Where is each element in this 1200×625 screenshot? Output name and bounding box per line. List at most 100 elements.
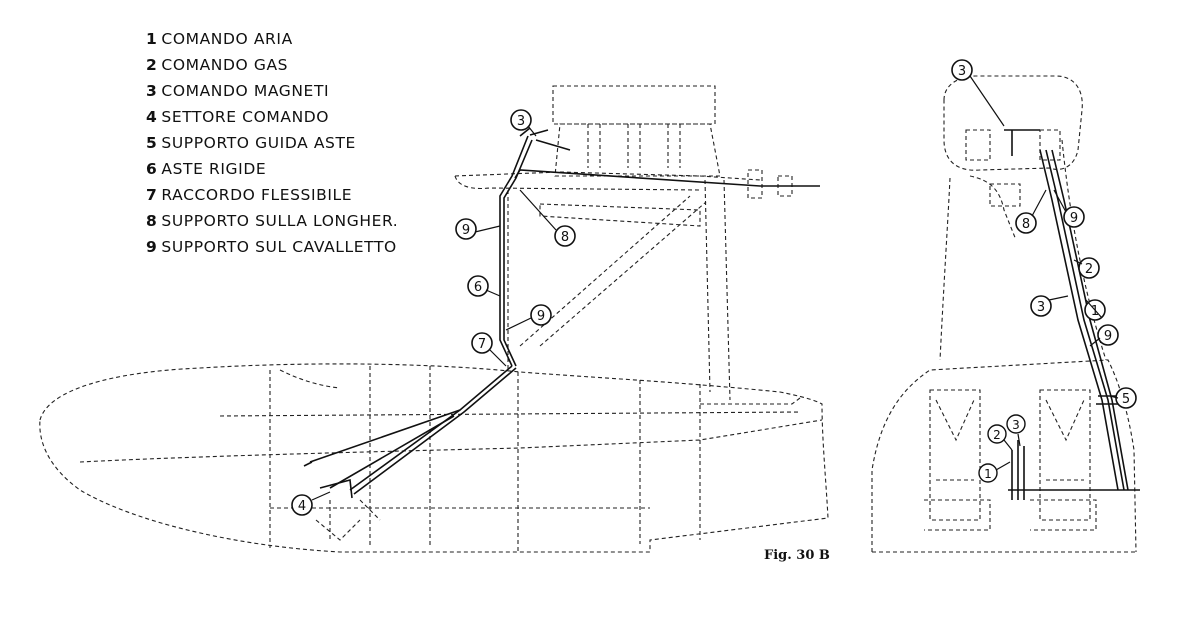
- legend-number: 2: [146, 56, 158, 74]
- hull-deck-line: [219, 411, 801, 417]
- rigid-rod: [353, 367, 517, 495]
- callout-number: 9: [1070, 211, 1078, 226]
- engine-pylon: [723, 179, 731, 401]
- callout-number: 3: [1037, 300, 1045, 315]
- engine-front: [943, 75, 1083, 171]
- prop-hub: [747, 169, 763, 199]
- side-view: [39, 85, 829, 553]
- front-view: [871, 75, 1137, 553]
- callout-marker: 6: [467, 275, 489, 297]
- callout-marker: 9: [530, 304, 552, 326]
- callout-marker: 3: [951, 59, 973, 81]
- seat-frame: [924, 499, 1097, 531]
- rigid-rod: [329, 415, 455, 489]
- control-lever: [303, 461, 353, 499]
- wing-line: [539, 203, 701, 227]
- rigid-rod: [349, 365, 513, 491]
- callout-number: 3: [1012, 418, 1020, 432]
- callout-marker: 3: [510, 109, 532, 131]
- pylon-front: [969, 175, 1017, 241]
- callout-marker: 9: [1097, 324, 1119, 346]
- engine-block: [552, 85, 716, 125]
- callout-number: 2: [1085, 262, 1093, 277]
- legend-label: COMANDO ARIA: [161, 30, 293, 48]
- side-callouts: 3 9 8 6 9 7 4: [291, 109, 576, 516]
- callout-marker: 4: [291, 494, 313, 516]
- legend-number: 7: [146, 186, 158, 204]
- front-callouts: 3 8 9 2 3 1 9: [951, 59, 1137, 483]
- callout-number: 9: [1104, 329, 1112, 344]
- prop-hub: [777, 175, 793, 197]
- seat-frame: [1039, 389, 1091, 521]
- hull-chine-line: [79, 419, 823, 463]
- legend-number: 3: [146, 82, 158, 100]
- wing-line: [454, 171, 761, 181]
- legend-number: 8: [146, 212, 158, 230]
- callout-number: 8: [1022, 217, 1030, 232]
- callout-number: 8: [561, 230, 569, 245]
- engine-linkage: [1004, 129, 1040, 156]
- rigid-rod: [1039, 149, 1119, 491]
- rigid-rod: [1045, 149, 1125, 491]
- rigid-rod: [503, 139, 533, 367]
- hull-section: [871, 359, 1137, 553]
- wing-line: [454, 175, 701, 191]
- callout-marker: 8: [1015, 212, 1037, 234]
- hull-outline: [39, 363, 829, 553]
- control-lever: [1011, 440, 1025, 500]
- rigid-rod: [1051, 149, 1129, 491]
- callout-number: 3: [958, 64, 966, 79]
- callout-number: 9: [537, 309, 545, 324]
- legend-number: 6: [146, 160, 158, 178]
- callout-number: 7: [478, 337, 486, 352]
- legend-number: 9: [146, 238, 158, 256]
- engine-linkage: [514, 169, 820, 187]
- pylon-front: [1061, 139, 1107, 361]
- rigid-rod: [309, 409, 461, 463]
- callout-number: 1: [1091, 304, 1099, 319]
- callout-number: 6: [474, 280, 482, 295]
- pylon-front: [939, 177, 951, 361]
- callout-marker: 2: [1078, 257, 1100, 279]
- callout-marker: 2: [987, 424, 1007, 444]
- callout-marker: 9: [1063, 206, 1085, 228]
- callout-marker: 8: [554, 225, 576, 247]
- callout-number: 1: [984, 467, 992, 481]
- legend-number: 1: [146, 30, 158, 48]
- legend-number: 5: [146, 134, 158, 152]
- control-column-base: [315, 499, 381, 541]
- callout-number: 9: [462, 223, 470, 238]
- legend-label: ASTE RIGIDE: [161, 160, 267, 178]
- front-control-rods: [1004, 129, 1140, 500]
- leader-lines: [311, 125, 557, 501]
- engine-pylon: [704, 179, 711, 393]
- guide-support: [1096, 395, 1118, 405]
- legend-label: SUPPORTO SUL CAVALLETTO: [161, 238, 397, 256]
- seat-frame: [929, 389, 981, 521]
- control-lever: [519, 127, 571, 151]
- callout-number: 2: [993, 428, 1001, 442]
- hull-frame: [279, 369, 341, 389]
- legend-label: COMANDO GAS: [161, 56, 289, 74]
- callout-marker: 1: [978, 463, 998, 483]
- callout-number: 4: [298, 499, 306, 514]
- rigid-rod: [499, 135, 529, 367]
- callout-number: 3: [517, 114, 525, 129]
- engine-cylinder: [587, 124, 681, 168]
- hull-frame: [700, 397, 801, 405]
- figure-caption: Fig. 30 B: [764, 548, 830, 563]
- diagonal-strut: [539, 201, 707, 347]
- callout-marker: 5: [1115, 387, 1137, 409]
- side-control-rods: [303, 127, 820, 499]
- legend-number: 4: [146, 108, 158, 126]
